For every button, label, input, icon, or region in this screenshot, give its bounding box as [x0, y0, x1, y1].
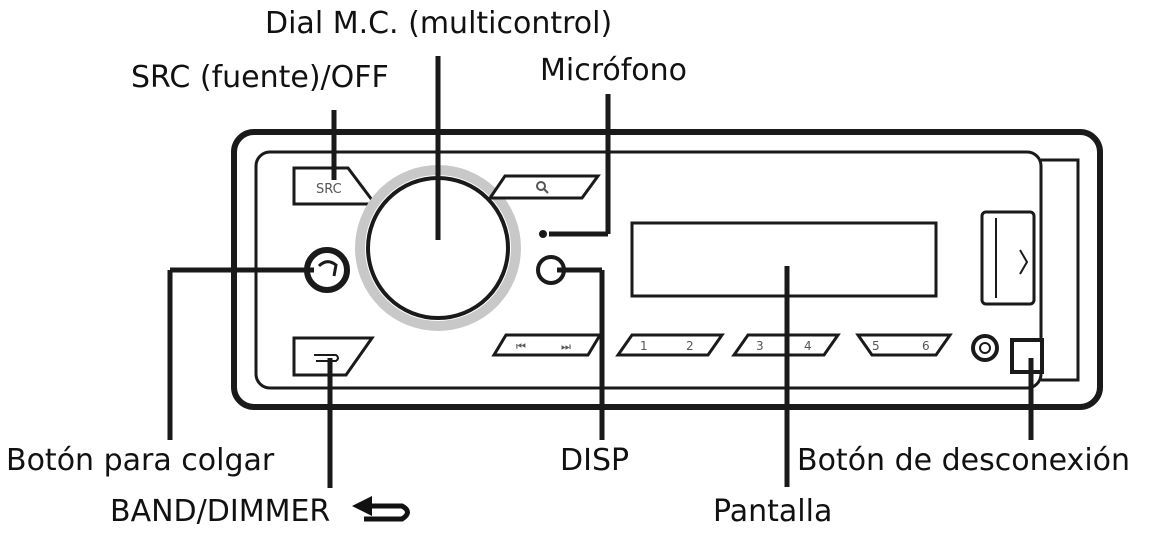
label-src: SRC (fuente)/OFF	[131, 60, 389, 95]
preset-1-label: 1	[640, 339, 648, 353]
label-mic: Micrófono	[540, 53, 688, 88]
search-icon-handle	[543, 188, 549, 194]
search-icon	[536, 181, 546, 191]
preset-2-label: 2	[686, 339, 694, 353]
track-buttons[interactable]	[491, 333, 603, 357]
back-arrow-icon	[314, 354, 339, 362]
track-next-label: ⏭	[561, 340, 571, 353]
label-dial: Dial M.C. (multicontrol)	[265, 6, 613, 41]
preset-3-label: 3	[756, 339, 764, 353]
slot-arrow-icon	[1019, 249, 1029, 275]
phone-hangup-icon	[317, 260, 338, 277]
preset-4-label: 4	[804, 339, 812, 353]
band-button-shape[interactable]	[292, 336, 375, 377]
preset-5-label: 5	[872, 339, 880, 353]
label-display: Pantalla	[713, 494, 833, 529]
label-band: BAND/DIMMER	[110, 494, 331, 529]
detach-panel	[1041, 158, 1080, 382]
aux-jack-inner	[979, 342, 991, 354]
src-button-label: SRC	[316, 182, 342, 197]
track-prev-label: ⏮	[516, 340, 526, 353]
preset-buttons-5-6[interactable]	[855, 333, 953, 357]
callout-lines	[167, 56, 1034, 488]
preset-6-label: 6	[922, 339, 930, 353]
band-label-back-arrow-icon	[364, 503, 410, 522]
label-release: Botón de desconexión	[797, 443, 1131, 478]
slot-cover	[980, 210, 1036, 306]
preset-buttons-1-2[interactable]	[615, 333, 725, 357]
release-button[interactable]	[1010, 338, 1044, 374]
microphone	[539, 230, 547, 238]
band-label-arrow-head	[352, 496, 372, 516]
label-disp: DISP	[560, 443, 630, 478]
label-hangup: Botón para colgar	[6, 443, 275, 478]
display-screen	[630, 221, 938, 298]
